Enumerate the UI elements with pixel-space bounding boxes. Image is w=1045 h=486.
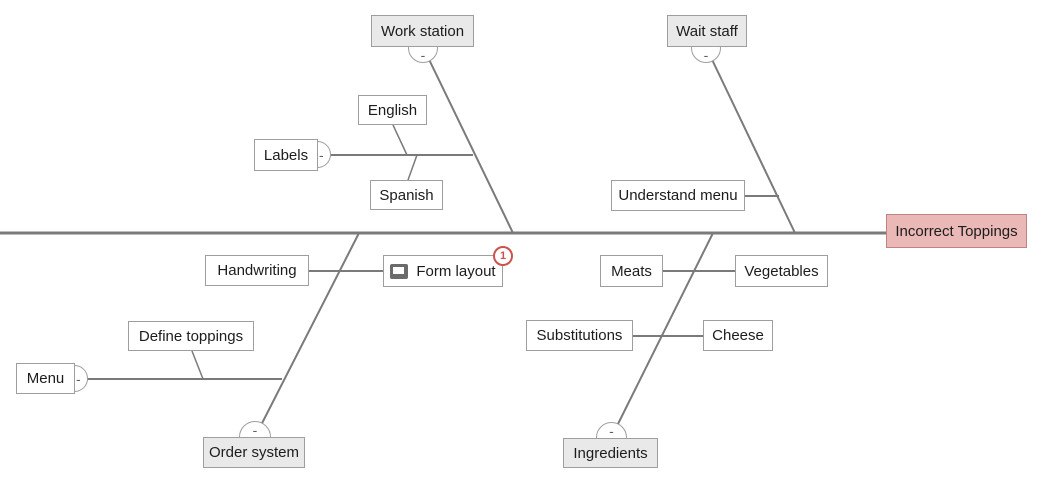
node-effect-incorrect-toppings[interactable]: Incorrect Toppings [886, 214, 1027, 248]
node-define-toppings[interactable]: Define toppings [128, 321, 254, 351]
node-order-system-label: Order system [208, 444, 299, 461]
node-order-system[interactable]: Order system [203, 437, 305, 468]
node-meats-label: Meats [611, 262, 652, 280]
branch-work-station [422, 46, 514, 234]
collapse-minus-icon: - [703, 47, 709, 63]
node-labels-label: Labels [263, 146, 309, 164]
node-english[interactable]: English [358, 95, 427, 125]
branch-wait-staff [705, 46, 796, 234]
collapse-minus-icon: - [609, 423, 614, 439]
node-vegetables[interactable]: Vegetables [735, 255, 828, 287]
node-cheese[interactable]: Cheese [703, 320, 773, 351]
node-english-label: English [367, 101, 418, 119]
collapse-minus-icon: - [252, 422, 258, 438]
node-ingredients[interactable]: Ingredients [563, 438, 658, 468]
node-spanish-label: Spanish [379, 186, 434, 204]
node-work-station[interactable]: Work station [371, 15, 474, 47]
node-spanish[interactable]: Spanish [370, 180, 443, 210]
connector-english [392, 124, 408, 156]
node-form-layout-label: Form layout [416, 262, 496, 280]
branch-order-system [254, 232, 360, 438]
collapse-minus-icon: - [319, 147, 324, 163]
node-vegetables-label: Vegetables [744, 262, 819, 280]
node-labels[interactable]: Labels [254, 139, 318, 171]
comment-count-badge[interactable]: 1 [493, 246, 513, 266]
node-menu-label: Menu [26, 370, 65, 387]
node-ingredients-label: Ingredients [573, 444, 648, 462]
node-handwriting[interactable]: Handwriting [205, 255, 309, 286]
node-form-layout[interactable]: Form layout [383, 255, 503, 287]
comment-count-value: 1 [499, 250, 507, 262]
connector-spanish [407, 154, 418, 181]
node-understand-menu-label: Understand menu [618, 187, 738, 204]
node-wait-staff-label: Wait staff [676, 22, 738, 40]
node-wait-staff[interactable]: Wait staff [667, 15, 747, 47]
collapse-minus-icon: - [76, 371, 81, 387]
connector-define-toppings [191, 350, 204, 380]
node-substitutions[interactable]: Substitutions [526, 320, 633, 351]
node-understand-menu[interactable]: Understand menu [611, 180, 745, 211]
node-work-station-label: Work station [380, 22, 465, 40]
node-effect-label: Incorrect Toppings [895, 222, 1018, 240]
collapse-minus-icon: - [420, 47, 426, 63]
node-substitutions-label: Substitutions [536, 327, 623, 344]
node-cheese-label: Cheese [712, 327, 764, 344]
node-handwriting-label: Handwriting [217, 262, 297, 279]
note-icon [390, 263, 409, 279]
node-meats[interactable]: Meats [600, 255, 663, 287]
node-define-toppings-label: Define toppings [138, 327, 244, 345]
node-menu[interactable]: Menu [16, 363, 75, 394]
